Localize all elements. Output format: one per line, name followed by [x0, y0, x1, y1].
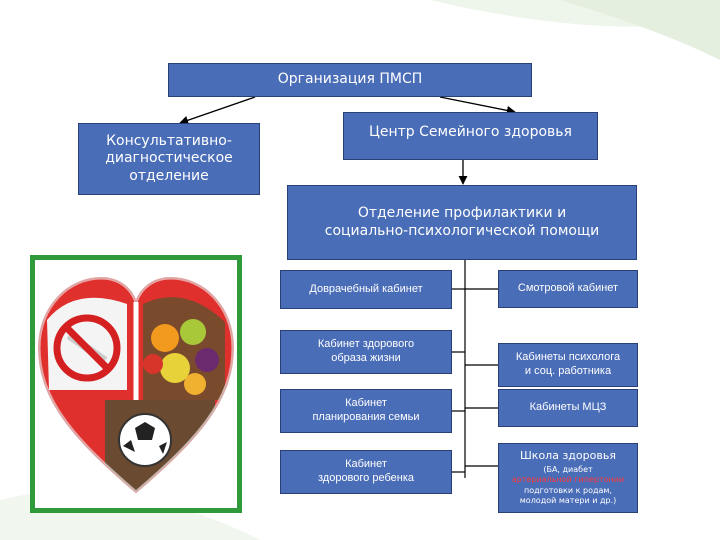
office-label: Смотровой кабинет	[517, 282, 619, 295]
health-school-title: Школа здоровья	[520, 449, 616, 463]
office-label: планирования семьи	[312, 411, 420, 423]
office-label: Кабинеты психолога	[515, 351, 621, 364]
department-line: Отделение профилактики и	[357, 205, 567, 221]
office-label: и соц. работника	[524, 365, 612, 377]
office-label: Доврачебный кабинет	[309, 282, 423, 295]
office-label: здорового ребенка	[317, 472, 414, 484]
left-office-box: Кабинет планирования семьи	[280, 389, 452, 433]
heart-icon	[37, 276, 235, 494]
sport-ball-icon	[105, 400, 215, 492]
health-school-note: подготовки к родам,	[524, 485, 612, 495]
consultative-department-box: Консультативно- диагностическое отделени…	[78, 123, 260, 195]
prevention-department-box: Отделение профилактики и социально-психо…	[287, 185, 637, 260]
no-smoking-icon	[47, 297, 127, 390]
left-office-box: Доврачебный кабинет	[280, 270, 452, 309]
office-label: Кабинеты МЦЗ	[529, 401, 607, 414]
org-title: Организация ПМСП	[277, 71, 423, 88]
health-school-box: Школа здоровья (БА, диабет артериальной …	[498, 443, 638, 513]
family-health-center-box: Центр Семейного здоровья	[343, 112, 598, 160]
family-health-center-label: Центр Семейного здоровья	[369, 124, 572, 141]
right-office-box: Кабинеты психолога и соц. работника	[498, 343, 638, 387]
consultative-line: Консультативно-	[106, 132, 232, 149]
office-label: образа жизни	[331, 352, 401, 364]
left-office-box: Кабинет здорового образа жизни	[280, 330, 452, 374]
office-label: Кабинет	[345, 458, 387, 471]
healthy-lifestyle-illustration	[30, 255, 242, 513]
health-school-note: (БА, диабет	[543, 465, 593, 475]
office-label: Кабинет	[345, 397, 387, 410]
department-line: социально-психологической помощи	[324, 222, 600, 239]
health-school-note: молодой матери и др.)	[519, 496, 617, 506]
fruit-icon	[143, 297, 225, 400]
office-label: Кабинет здорового	[317, 338, 415, 351]
left-office-box: Кабинет здорового ребенка	[280, 450, 452, 494]
health-school-note: артериальной гипертонии	[511, 475, 625, 485]
org-title-box: Организация ПМСП	[168, 63, 532, 97]
consultative-line: отделение	[129, 167, 209, 184]
consultative-line: диагностическое	[105, 150, 233, 167]
right-office-box: Смотровой кабинет	[498, 270, 638, 308]
right-office-box: Кабинеты МЦЗ	[498, 389, 638, 427]
